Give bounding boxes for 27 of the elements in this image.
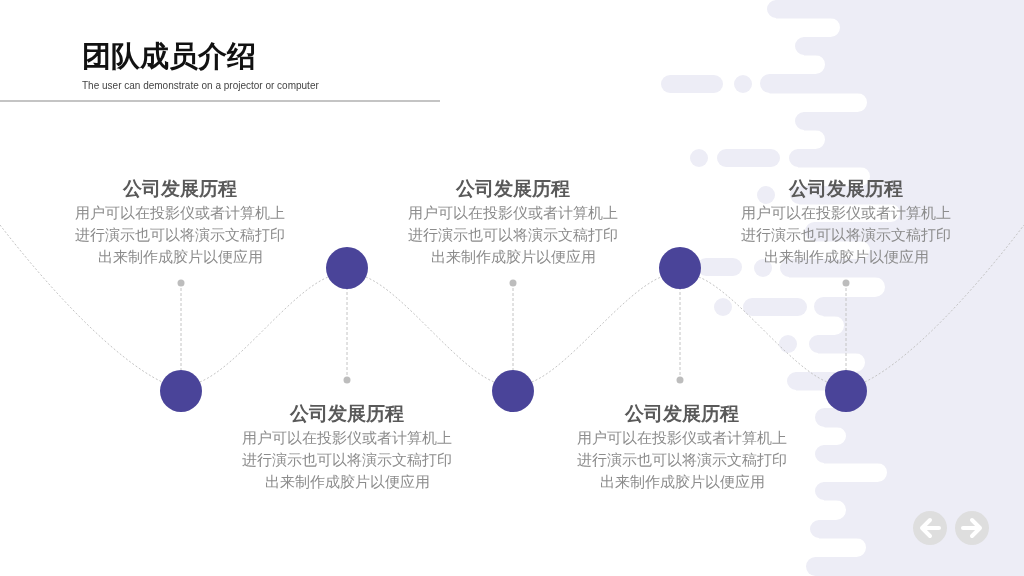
- wave-connector-line: [531, 276, 662, 383]
- timeline-circle: [492, 370, 534, 412]
- wave-connector-line: [365, 276, 495, 383]
- node-heading: 公司发展历程: [789, 176, 903, 200]
- node-description: 用户可以在投影仪或者计算机上进行演示也可以将演示文稿打印出来制作成胶片以便应用: [740, 203, 952, 268]
- node-heading: 公司发展历程: [123, 176, 237, 200]
- subtitle: The user can demonstrate on a projector or computer: [82, 80, 319, 92]
- leader-line: [509, 279, 517, 371]
- leader-line: [842, 279, 850, 371]
- node-description: 用户可以在投影仪或者计算机上进行演示也可以将演示文稿打印出来制作成胶片以便应用: [407, 203, 619, 268]
- leader-line: [177, 279, 185, 371]
- node-heading: 公司发展历程: [456, 176, 570, 200]
- node-description: 用户可以在投影仪或者计算机上进行演示也可以将演示文稿打印出来制作成胶片以便应用: [576, 428, 788, 493]
- timeline-circle: [659, 247, 701, 289]
- node-description: 用户可以在投影仪或者计算机上进行演示也可以将演示文稿打印出来制作成胶片以便应用: [241, 428, 453, 493]
- node-description: 用户可以在投影仪或者计算机上进行演示也可以将演示文稿打印出来制作成胶片以便应用: [74, 203, 286, 268]
- wave-connector-line: [199, 276, 329, 383]
- node-heading: 公司发展历程: [290, 401, 404, 425]
- leader-line: [676, 288, 684, 384]
- wave-connector-line: [864, 224, 1024, 383]
- node-heading: 公司发展历程: [625, 401, 739, 425]
- wave-connector-line: [0, 224, 163, 383]
- title: 团队成员介绍: [82, 38, 256, 74]
- leader-line: [343, 288, 351, 384]
- timeline-circle: [326, 247, 368, 289]
- timeline-circle: [160, 370, 202, 412]
- wave-connector-line: [698, 276, 828, 383]
